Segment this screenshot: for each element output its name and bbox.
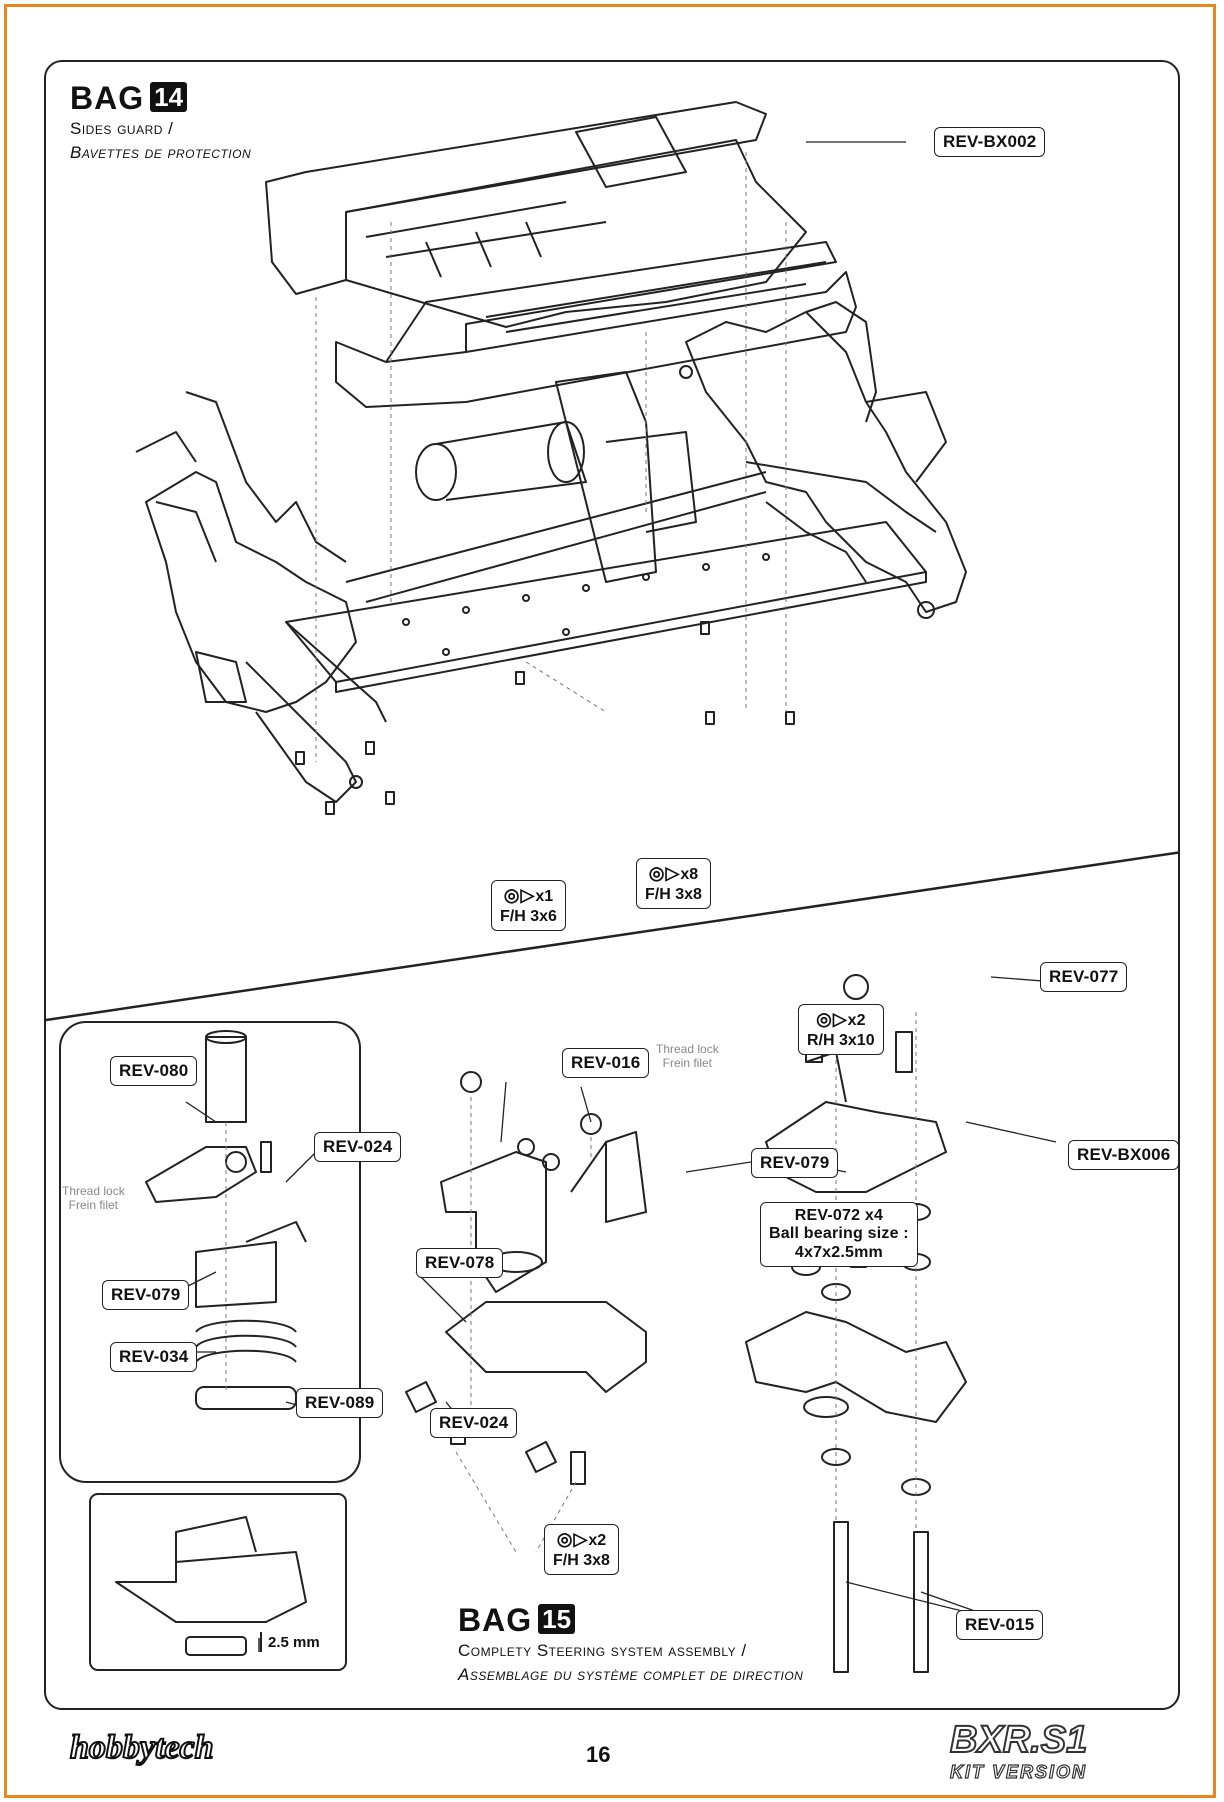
label-rev-080: REV-080 — [110, 1056, 198, 1086]
chassis-plate — [285, 521, 927, 693]
bag14-subtitle-en: Sides guard / — [70, 119, 174, 138]
screw-rh3x10: ◎▷x2 R/H 3x10 — [798, 1004, 884, 1055]
label-rev-072: REV-072 x4 Ball bearing size : 4x7x2.5mm — [760, 1202, 918, 1268]
label-rev-bx002: REV-BX002 — [934, 127, 1046, 157]
label-rev-024: REV-024 — [430, 1408, 518, 1438]
screw-rh3x10-qty: x2 — [847, 1012, 866, 1029]
bag14-subtitle-fr: Bavettes de protection — [70, 143, 252, 162]
bxr-s1-logo: BXR.S1 KIT VERSION — [940, 1716, 1130, 1791]
screw-fh3x8b-size: F/H 3x8 — [553, 1551, 610, 1569]
inset-parts — [115, 1030, 307, 1656]
assembly-drawing — [46, 101, 1178, 1673]
label-rev-089: REV-089 — [296, 1388, 384, 1418]
label-rev-016: REV-016 — [562, 1048, 650, 1078]
screw-icon: ◎▷ — [556, 1529, 589, 1549]
label-rev-bx006: REV-BX006 — [1068, 1140, 1178, 1170]
bag15-subtitle-en: Complety Steering system assembly / — [458, 1641, 747, 1660]
screw-fh3x8b-qty: x2 — [588, 1532, 607, 1549]
svg-text:KIT VERSION: KIT VERSION — [950, 1762, 1087, 1782]
measurement-label: 2.5 mm — [268, 1634, 320, 1651]
bag15-subtitle-fr: Assemblage du système complet de directi… — [458, 1665, 804, 1684]
label-rev-078: REV-078 — [416, 1248, 504, 1278]
section-divider — [46, 851, 1178, 1022]
thread-lock-note: Thread lock Frein filet — [656, 1042, 719, 1071]
side-guard-upper — [265, 101, 807, 328]
bag15-word: BAG — [458, 1602, 533, 1638]
svg-text:BXR.S1: BXR.S1 — [950, 1719, 1087, 1761]
screw-icon: ◎▷ — [503, 885, 536, 905]
page-border — [4, 4, 1216, 1798]
steering-parts — [405, 974, 967, 1673]
svg-text:hobbytech: hobbytech — [70, 1729, 214, 1766]
label-rev-015: REV-015 — [956, 1610, 1044, 1640]
side-guard-lower — [335, 241, 857, 408]
screw-fh3x6: ◎▷x1 F/H 3x6 — [491, 880, 566, 931]
screws-bag14 — [295, 621, 795, 815]
inset-box — [59, 1021, 361, 1483]
label-rev-077: REV-077 — [1040, 962, 1128, 992]
bag14-number: 14 — [150, 82, 188, 112]
bag15-number: 15 — [538, 1604, 576, 1634]
label-rev-079-inset: REV-079 — [102, 1280, 190, 1310]
screw-fh3x8-size: F/H 3x8 — [645, 885, 702, 903]
rear-suspension — [135, 391, 387, 803]
thread-lock-note-inset: Thread lock Frein filet — [62, 1184, 125, 1213]
screw-fh3x6-qty: x1 — [535, 888, 554, 905]
thread-lock-fr-2: Frein filet — [662, 1056, 713, 1071]
thread-lock-fr: Frein filet — [68, 1198, 119, 1213]
inset-detail-box — [89, 1493, 347, 1671]
label-rev-034: REV-034 — [110, 1342, 198, 1372]
hobbytech-logo: hobbytech — [66, 1728, 296, 1773]
page-number: 16 — [586, 1742, 611, 1767]
screw-fh3x8-qty: x8 — [680, 866, 699, 883]
rev-072-line1: REV-072 x4 — [794, 1207, 884, 1224]
drive-shaft — [345, 471, 767, 583]
rev-072-line2: Ball bearing size : — [769, 1225, 909, 1243]
screw-icon: ◎▷ — [648, 863, 681, 883]
thread-lock-en: Thread lock — [62, 1184, 125, 1198]
label-rev-024-inset: REV-024 — [314, 1132, 402, 1162]
screw-fh3x8-bag15: ◎▷x2 F/H 3x8 — [544, 1524, 619, 1575]
screw-icon: ◎▷ — [816, 1009, 848, 1029]
bag14-word: BAG — [70, 80, 145, 116]
screw-fh3x8: ◎▷x8 F/H 3x8 — [636, 858, 711, 909]
label-rev-079: REV-079 — [751, 1148, 839, 1178]
front-suspension — [679, 301, 967, 619]
screw-fh3x6-size: F/H 3x6 — [500, 907, 557, 925]
thread-lock-en-2: Thread lock — [656, 1042, 719, 1056]
rev-072-line3: 4x7x2.5mm — [794, 1243, 883, 1261]
screw-rh3x10-size: R/H 3x10 — [807, 1031, 875, 1049]
